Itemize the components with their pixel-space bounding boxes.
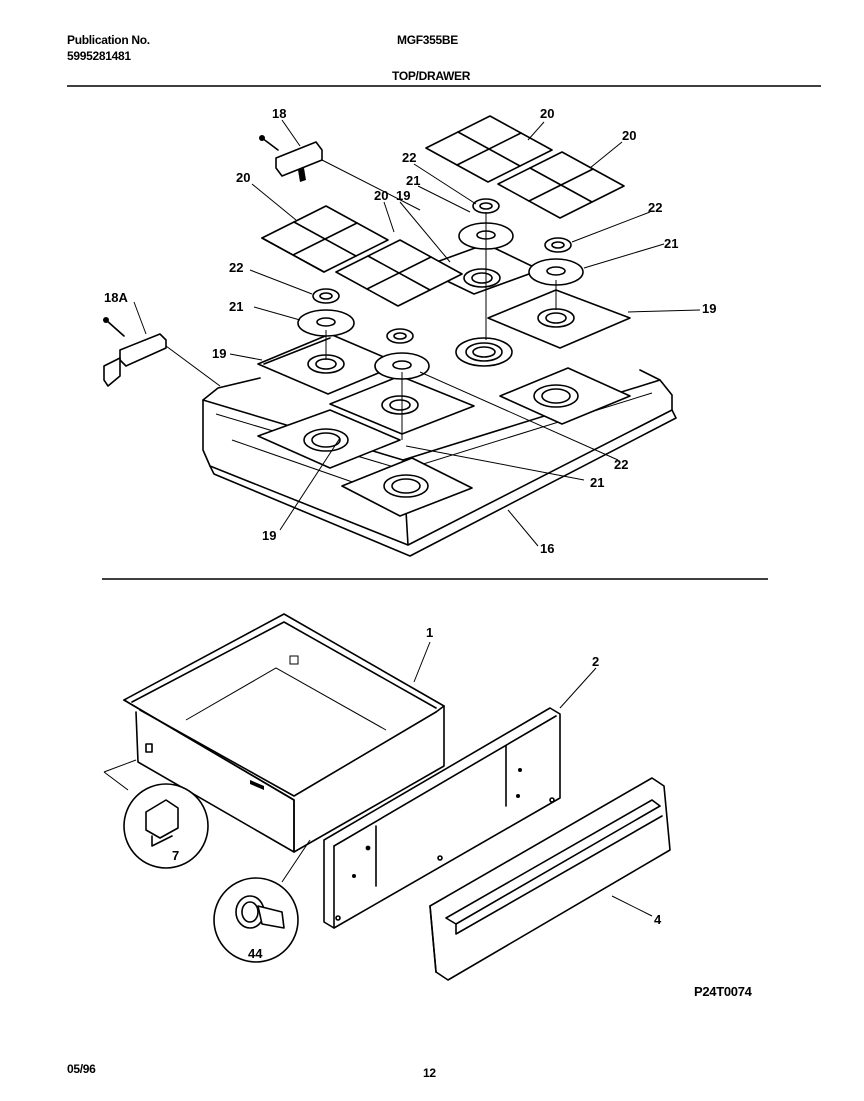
callout-20-a: 20: [236, 170, 250, 185]
callout-22-a: 22: [402, 150, 416, 165]
grate-20-left-b: [335, 239, 463, 307]
diagram-code: P24T0074: [694, 984, 752, 999]
callout-18a: 18A: [104, 290, 128, 305]
callout-1: 1: [426, 625, 433, 640]
callout-44: 44: [248, 946, 263, 961]
drawer-assembly: [103, 613, 671, 981]
callout-16: 16: [540, 541, 554, 556]
bracket-18a: [103, 317, 167, 387]
callout-22-c: 22: [229, 260, 243, 275]
callout-7: 7: [172, 848, 179, 863]
leader-lines-drawer: [413, 641, 653, 917]
ring-22-a: [312, 288, 340, 304]
grate-20-right-a: [425, 115, 553, 183]
callout-22-b: 22: [648, 200, 662, 215]
grate-20-right-b: [497, 151, 625, 219]
leader-lines-top: [133, 119, 701, 547]
publication-number: 5995281481: [67, 49, 131, 63]
ring-22-b: [386, 328, 414, 344]
model-number: MGF355BE: [397, 33, 458, 47]
callout-19-d: 19: [262, 528, 276, 543]
callout-2: 2: [592, 654, 599, 669]
callout-22-d: 22: [614, 457, 628, 472]
callout-20-d: 20: [622, 128, 636, 143]
footer-date: 05/96: [67, 1062, 96, 1076]
callout-21-a: 21: [406, 173, 420, 188]
bracket-18: [259, 135, 323, 182]
callout-21-b: 21: [664, 236, 678, 251]
callout-4: 4: [654, 912, 662, 927]
ring-22-d: [544, 237, 572, 253]
drawer-frame-2: [323, 707, 561, 929]
cooktop-assembly: [103, 115, 677, 557]
page-number: 12: [423, 1066, 436, 1080]
publication-label: Publication No.: [67, 33, 150, 47]
callout-18: 18: [272, 106, 286, 121]
section-title: TOP/DRAWER: [392, 69, 471, 83]
callout-20-b: 20: [374, 188, 388, 203]
callout-19-b: 19: [212, 346, 226, 361]
callout-21-d: 21: [590, 475, 604, 490]
ring-22-c: [472, 198, 500, 214]
callout-19-c: 19: [702, 301, 716, 316]
callout-19-a: 19: [396, 188, 410, 203]
callout-21-c: 21: [229, 299, 243, 314]
callout-20-c: 20: [540, 106, 554, 121]
grate-20-left-a: [261, 205, 389, 273]
